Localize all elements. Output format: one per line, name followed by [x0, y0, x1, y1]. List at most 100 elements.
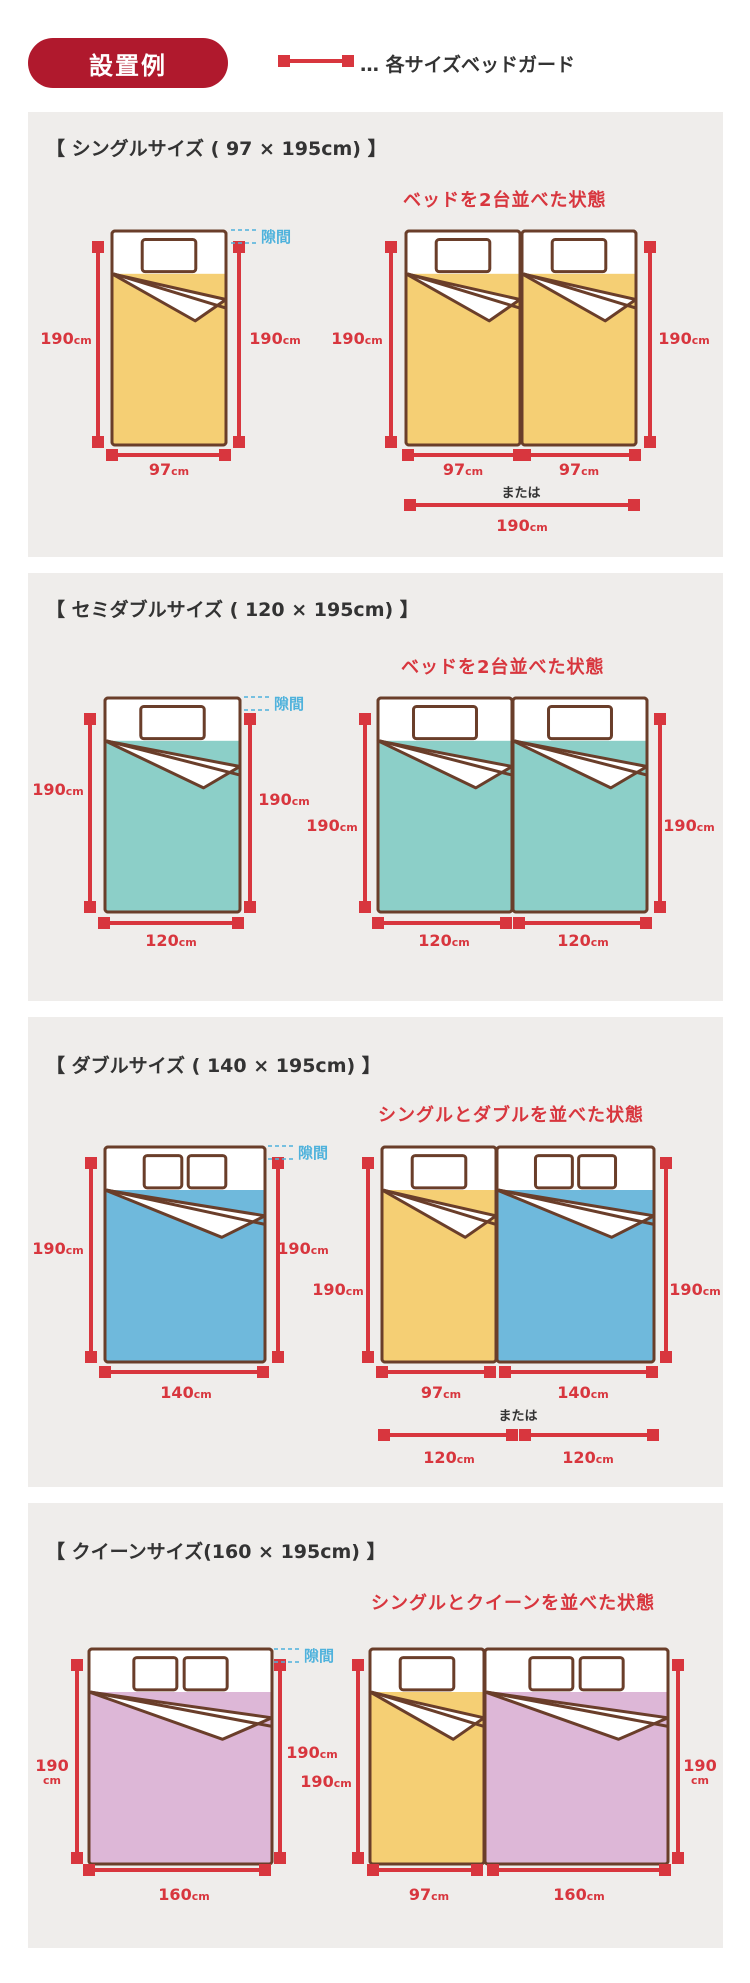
dimension-label: 190cm — [32, 1239, 83, 1258]
guard-end — [85, 1157, 97, 1169]
dimension-label: 190cm — [32, 780, 83, 799]
sheet-line — [371, 1690, 485, 1728]
guard-end — [385, 241, 397, 253]
guard-end — [99, 1366, 111, 1378]
guard-end — [83, 1864, 95, 1876]
guard-end — [376, 1366, 388, 1378]
guard-end — [385, 436, 397, 448]
guard-end — [506, 1429, 518, 1441]
guard-end — [378, 1429, 390, 1441]
guard-line — [389, 247, 393, 442]
dimension-label: 190 — [35, 1756, 68, 1775]
guard-end — [244, 901, 256, 913]
guard-end — [513, 917, 525, 929]
pillow-icon — [139, 705, 206, 741]
guard-end — [259, 1864, 271, 1876]
sheet-line — [486, 1690, 669, 1728]
gap-label: 隙間 — [274, 695, 304, 713]
guard-line — [248, 719, 252, 907]
guard-end — [84, 901, 96, 913]
guard-line — [278, 1665, 282, 1858]
dimension-label: 190cm — [300, 1772, 351, 1791]
guard-end — [646, 1366, 658, 1378]
section-double: 【 ダブルサイズ ( 140 × 195cm) 】 シングルとダブルを並べた状態… — [28, 1017, 723, 1487]
sheet-fold — [495, 1188, 656, 1239]
section-title: 【 クイーンサイズ(160 × 195cm) 】 — [46, 1541, 386, 1563]
guard-line — [237, 247, 241, 442]
pillow-icon — [550, 238, 608, 274]
gap-label: 隙間 — [298, 1144, 328, 1162]
guard-line — [384, 1433, 512, 1437]
guard-line — [366, 1163, 370, 1357]
guard-line — [378, 921, 506, 925]
dimension-label: 190cm — [312, 1280, 363, 1299]
guard-end — [92, 241, 104, 253]
section-heading: シングルとクイーンを並べた状態 — [371, 1593, 656, 1614]
pillow-icon — [186, 1154, 228, 1190]
guard-end — [359, 713, 371, 725]
guard-end — [654, 713, 666, 725]
guard-end — [219, 449, 231, 461]
guard-end — [660, 1157, 672, 1169]
guard-end — [519, 449, 531, 461]
guard-line — [493, 1868, 665, 1872]
sheet-line — [113, 272, 227, 310]
dimension-label: 190cm — [669, 1280, 720, 1299]
sheet-fold — [511, 739, 649, 790]
guard-end — [644, 436, 656, 448]
guard-end — [233, 436, 245, 448]
guard-line — [88, 719, 92, 907]
pillow-icon — [412, 705, 478, 741]
dimension-label: 190cm — [496, 516, 547, 535]
guard-line — [89, 1868, 265, 1872]
sheet-line — [90, 1690, 273, 1728]
pillow-icon — [577, 1154, 618, 1190]
section-single: 【 シングルサイズ ( 97 × 195cm) 】 ベッドを2台並べた状態 隙間… — [28, 112, 723, 557]
guard-end — [471, 1864, 483, 1876]
dimension-label: 190cm — [40, 329, 91, 348]
guard-end — [484, 1366, 496, 1378]
guard-line — [382, 1370, 490, 1374]
bed-outline — [103, 696, 242, 914]
sheet-fold — [483, 1690, 670, 1741]
section-semidouble: 【 セミダブルサイズ ( 120 × 195cm) 】 ベッドを2台並べた状態 … — [28, 573, 723, 1001]
guard-line — [373, 1868, 477, 1872]
dimension-label: 97cm — [409, 1885, 449, 1904]
dimension-label: 190cm — [277, 1239, 328, 1258]
guard-line — [525, 453, 635, 457]
guard-line — [75, 1665, 79, 1858]
guard-line — [276, 1163, 280, 1357]
guard-line — [89, 1163, 93, 1357]
guard-line — [363, 719, 367, 907]
guard-line — [410, 503, 634, 507]
guard-end — [402, 449, 414, 461]
guard-end — [233, 241, 245, 253]
sheet-line — [379, 739, 513, 777]
guard-end — [660, 1351, 672, 1363]
dimension-label: 97cm — [559, 460, 599, 479]
pillow-icon — [142, 1154, 184, 1190]
pillow-icon — [434, 238, 492, 274]
sheet-fold — [368, 1690, 486, 1741]
guard-line — [648, 247, 652, 442]
guard-line — [104, 921, 238, 925]
guard-end — [352, 1852, 364, 1864]
guard-end — [654, 901, 666, 913]
section-title: 【 ダブルサイズ ( 140 × 195cm) 】 — [46, 1055, 381, 1077]
dimension-unit: cm — [43, 1774, 61, 1787]
sheet-line — [498, 1188, 655, 1226]
section-heading: シングルとダブルを並べた状態 — [378, 1105, 644, 1126]
pillow-icon — [578, 1656, 625, 1692]
guard-end — [257, 1366, 269, 1378]
sheet-line — [514, 739, 648, 777]
sheet-fold — [110, 272, 228, 323]
dimension-label: 190 — [683, 1756, 716, 1775]
guard-end — [232, 917, 244, 929]
guard-end — [499, 1366, 511, 1378]
pillow-icon — [528, 1656, 575, 1692]
pillow-icon — [398, 1656, 456, 1692]
sheet-line — [106, 739, 241, 777]
